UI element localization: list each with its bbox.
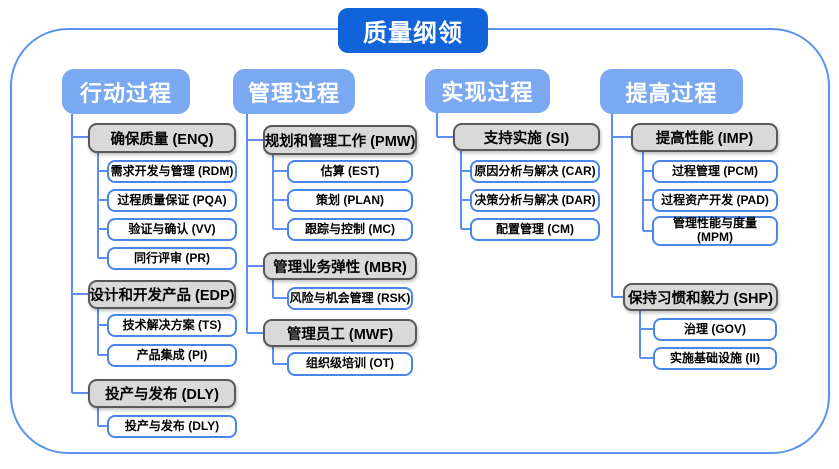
node-dar: 决策分析与解决 (DAR)	[470, 189, 600, 212]
node-mbr: 管理业务弹性 (MBR)	[263, 252, 417, 280]
node-pr: 同行评审 (PR)	[107, 247, 237, 270]
node-imp: 提高性能 (IMP)	[631, 123, 778, 152]
node-dly: 投产与发布 (DLY)	[88, 379, 236, 408]
column-header-action-process: 行动过程	[62, 69, 190, 114]
node-mc: 跟踪与控制 (MC)	[287, 218, 413, 241]
node-rsk: 风险与机会管理 (RSK)	[287, 287, 413, 310]
node-pad: 过程资产开发 (PAD)	[652, 189, 778, 212]
node-mwf: 管理员工 (MWF)	[263, 319, 417, 347]
node-rdm: 需求开发与管理 (RDM)	[107, 160, 237, 183]
node-ts: 技术解决方案 (TS)	[107, 314, 237, 337]
column-header-improvement-process: 提高过程	[600, 69, 743, 114]
node-mpm: 管理性能与度量 (MPM)	[652, 216, 778, 246]
node-edp: 设计和开发产品 (EDP)	[88, 280, 236, 309]
node-pmw: 规划和管理工作 (PMW)	[263, 125, 417, 155]
node-shp: 保持习惯和毅力 (SHP)	[623, 283, 778, 311]
node-plan: 策划 (PLAN)	[287, 189, 413, 212]
node-vv: 验证与确认 (VV)	[107, 218, 237, 241]
node-ot: 组织级培训 (OT)	[287, 352, 413, 376]
column-header-management-process: 管理过程	[233, 69, 355, 114]
column-header-realization-process: 实现过程	[425, 69, 550, 113]
node-cm: 配置管理 (CM)	[470, 218, 600, 241]
node-si: 支持实施 (SI)	[453, 123, 600, 151]
node-pi: 产品集成 (PI)	[107, 344, 237, 367]
node-pcm: 过程管理 (PCM)	[652, 160, 778, 183]
node-enq: 确保质量 (ENQ)	[88, 123, 236, 153]
node-est: 估算 (EST)	[287, 160, 413, 183]
diagram-title: 质量纲领	[338, 8, 488, 53]
node-ii: 实施基础设施 (II)	[653, 347, 777, 370]
node-dly-leaf: 投产与发布 (DLY)	[107, 415, 237, 438]
node-car: 原因分析与解决 (CAR)	[470, 160, 600, 183]
node-pqa: 过程质量保证 (PQA)	[107, 189, 237, 212]
node-gov: 治理 (GOV)	[653, 318, 777, 341]
